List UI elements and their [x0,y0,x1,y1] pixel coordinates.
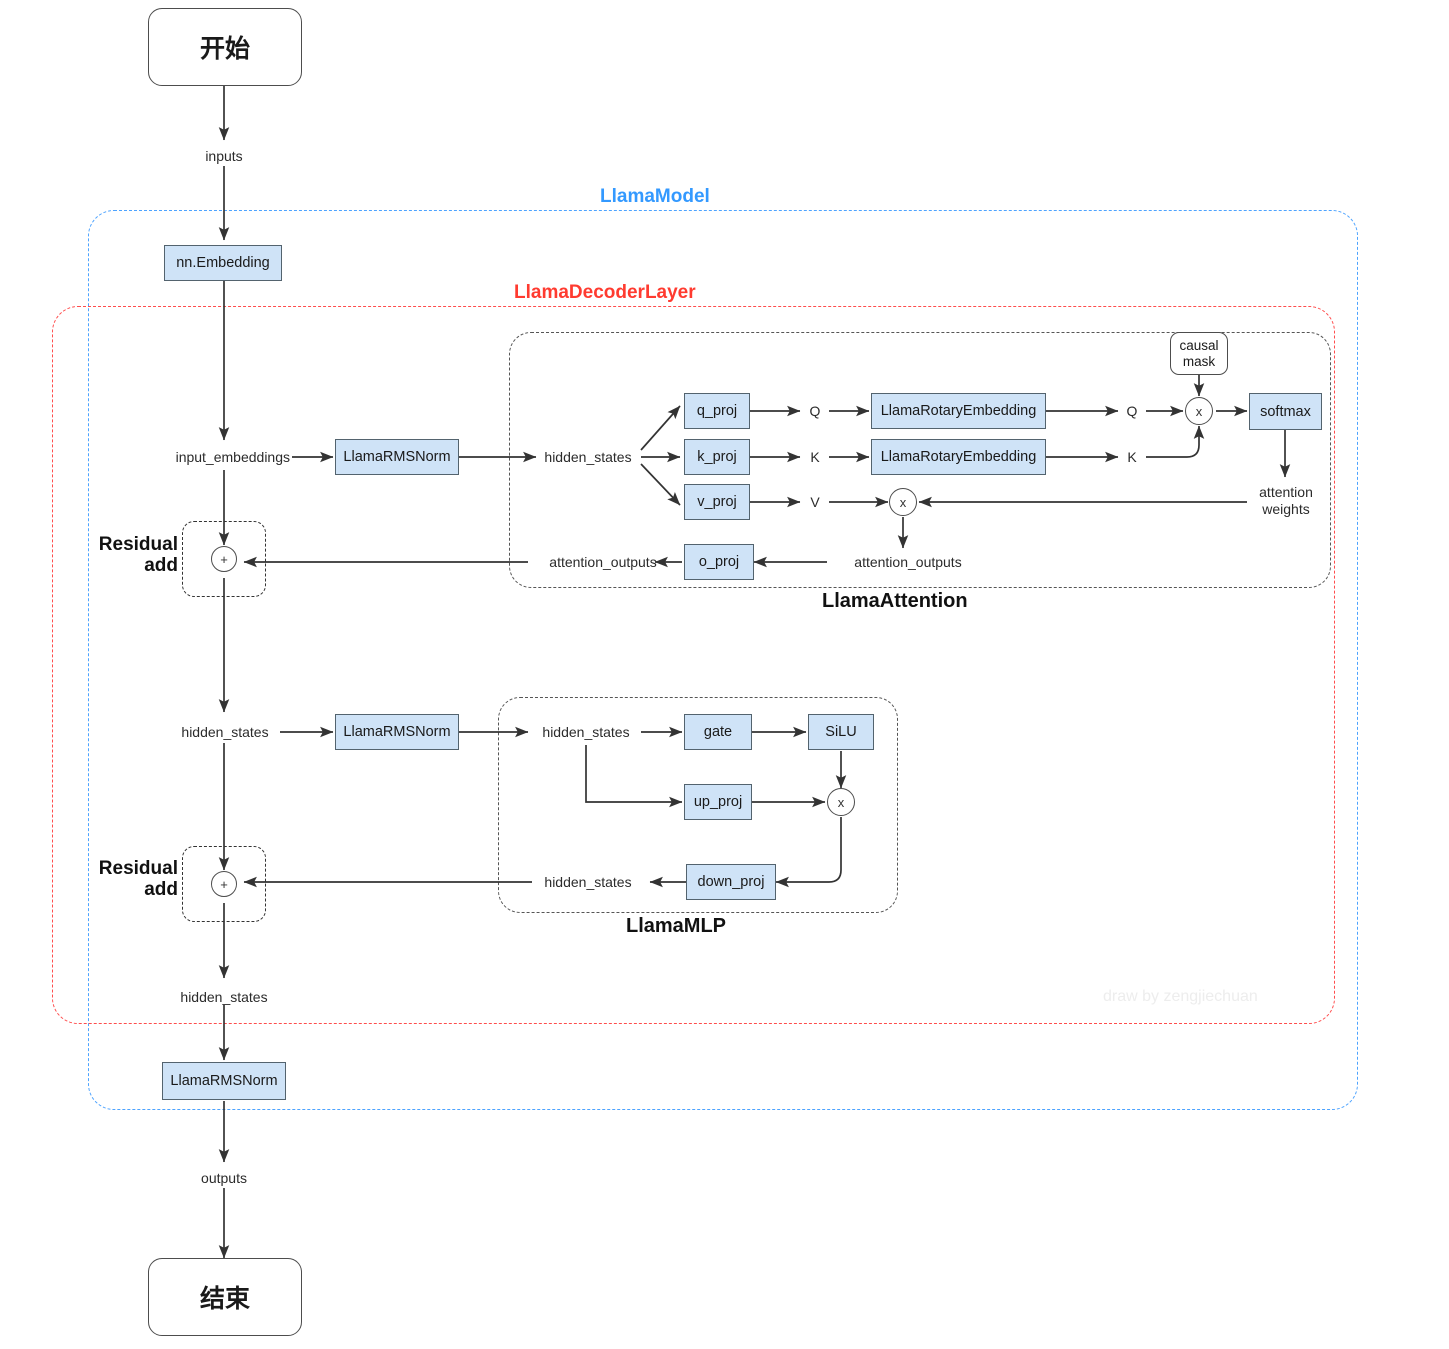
operator-matmul-qk[interactable]: x [1185,397,1213,425]
attention-weights-line-1: attention [1259,484,1313,501]
edge-label-hidden-states-bottom: hidden_states [180,989,268,1005]
residual-add-2-label: Residual add [98,858,178,901]
node-o-proj[interactable]: o_proj [684,544,754,580]
edge-label-attention-outputs-right: attention_outputs [854,554,962,570]
residual-add-1-label: Residual add [98,534,178,577]
node-softmax[interactable]: softmax [1249,393,1322,430]
operator-mul-mlp[interactable]: x [827,788,855,816]
group-llama-model-title: LlamaModel [600,186,710,207]
terminal-start[interactable]: 开始 [148,8,302,86]
node-rotary-embedding-k[interactable]: LlamaRotaryEmbedding [871,439,1046,475]
edge-label-attention-outputs-left: attention_outputs [549,554,657,570]
terminal-end[interactable]: 结束 [148,1258,302,1336]
node-up-proj[interactable]: up_proj [684,784,752,820]
node-nn-embedding[interactable]: nn.Embedding [164,245,282,281]
group-llama-model [88,210,1358,1110]
edge-label-hidden-states-mlp-in: hidden_states [542,724,630,740]
operator-residual-add-2[interactable]: + [211,871,237,897]
edge-label-input-embeddings: input_embeddings [175,449,290,465]
node-k-proj[interactable]: k_proj [684,439,750,475]
edge-label-hidden-states-mlp-out: hidden_states [544,874,632,890]
edge-label-hidden-states-mid: hidden_states [181,724,269,740]
edge-label-attention-weights: attention weights [1238,481,1334,521]
group-llama-attention-title: LlamaAttention [822,590,968,612]
causal-mask-line-2: mask [1182,353,1216,369]
edge-label-v: V [810,494,820,510]
group-llama-mlp [498,697,898,913]
edge-label-hidden-states-attn-in: hidden_states [544,449,632,465]
node-gate[interactable]: gate [684,714,752,750]
edge-label-k-rotated: K [1127,449,1137,465]
node-silu[interactable]: SiLU [808,714,874,750]
group-llama-attention [509,332,1331,588]
group-llama-decoder-layer-title: LlamaDecoderLayer [514,282,696,303]
node-rmsnorm-2[interactable]: LlamaRMSNorm [335,714,459,750]
node-down-proj[interactable]: down_proj [686,864,776,900]
edge-label-inputs: inputs [205,148,243,164]
node-q-proj[interactable]: q_proj [684,393,750,429]
node-rotary-embedding-q[interactable]: LlamaRotaryEmbedding [871,393,1046,429]
node-rmsnorm-final[interactable]: LlamaRMSNorm [162,1062,286,1100]
group-llama-mlp-title: LlamaMLP [626,915,727,937]
edge-label-k: K [810,449,820,465]
causal-mask-line-1: causal [1179,337,1219,353]
group-llama-decoder-layer [52,306,1335,1024]
node-causal-mask[interactable]: causal mask [1170,332,1228,375]
node-rmsnorm-1[interactable]: LlamaRMSNorm [335,439,459,475]
edge-label-q: Q [809,403,821,419]
edge-label-outputs: outputs [201,1170,247,1186]
edge-label-q-rotated: Q [1126,403,1138,419]
watermark: draw by zengjiechuan [1103,988,1258,1005]
operator-residual-add-1[interactable]: + [211,546,237,572]
attention-weights-line-2: weights [1262,501,1310,517]
operator-matmul-attn-v[interactable]: x [889,488,917,516]
node-v-proj[interactable]: v_proj [684,484,750,520]
